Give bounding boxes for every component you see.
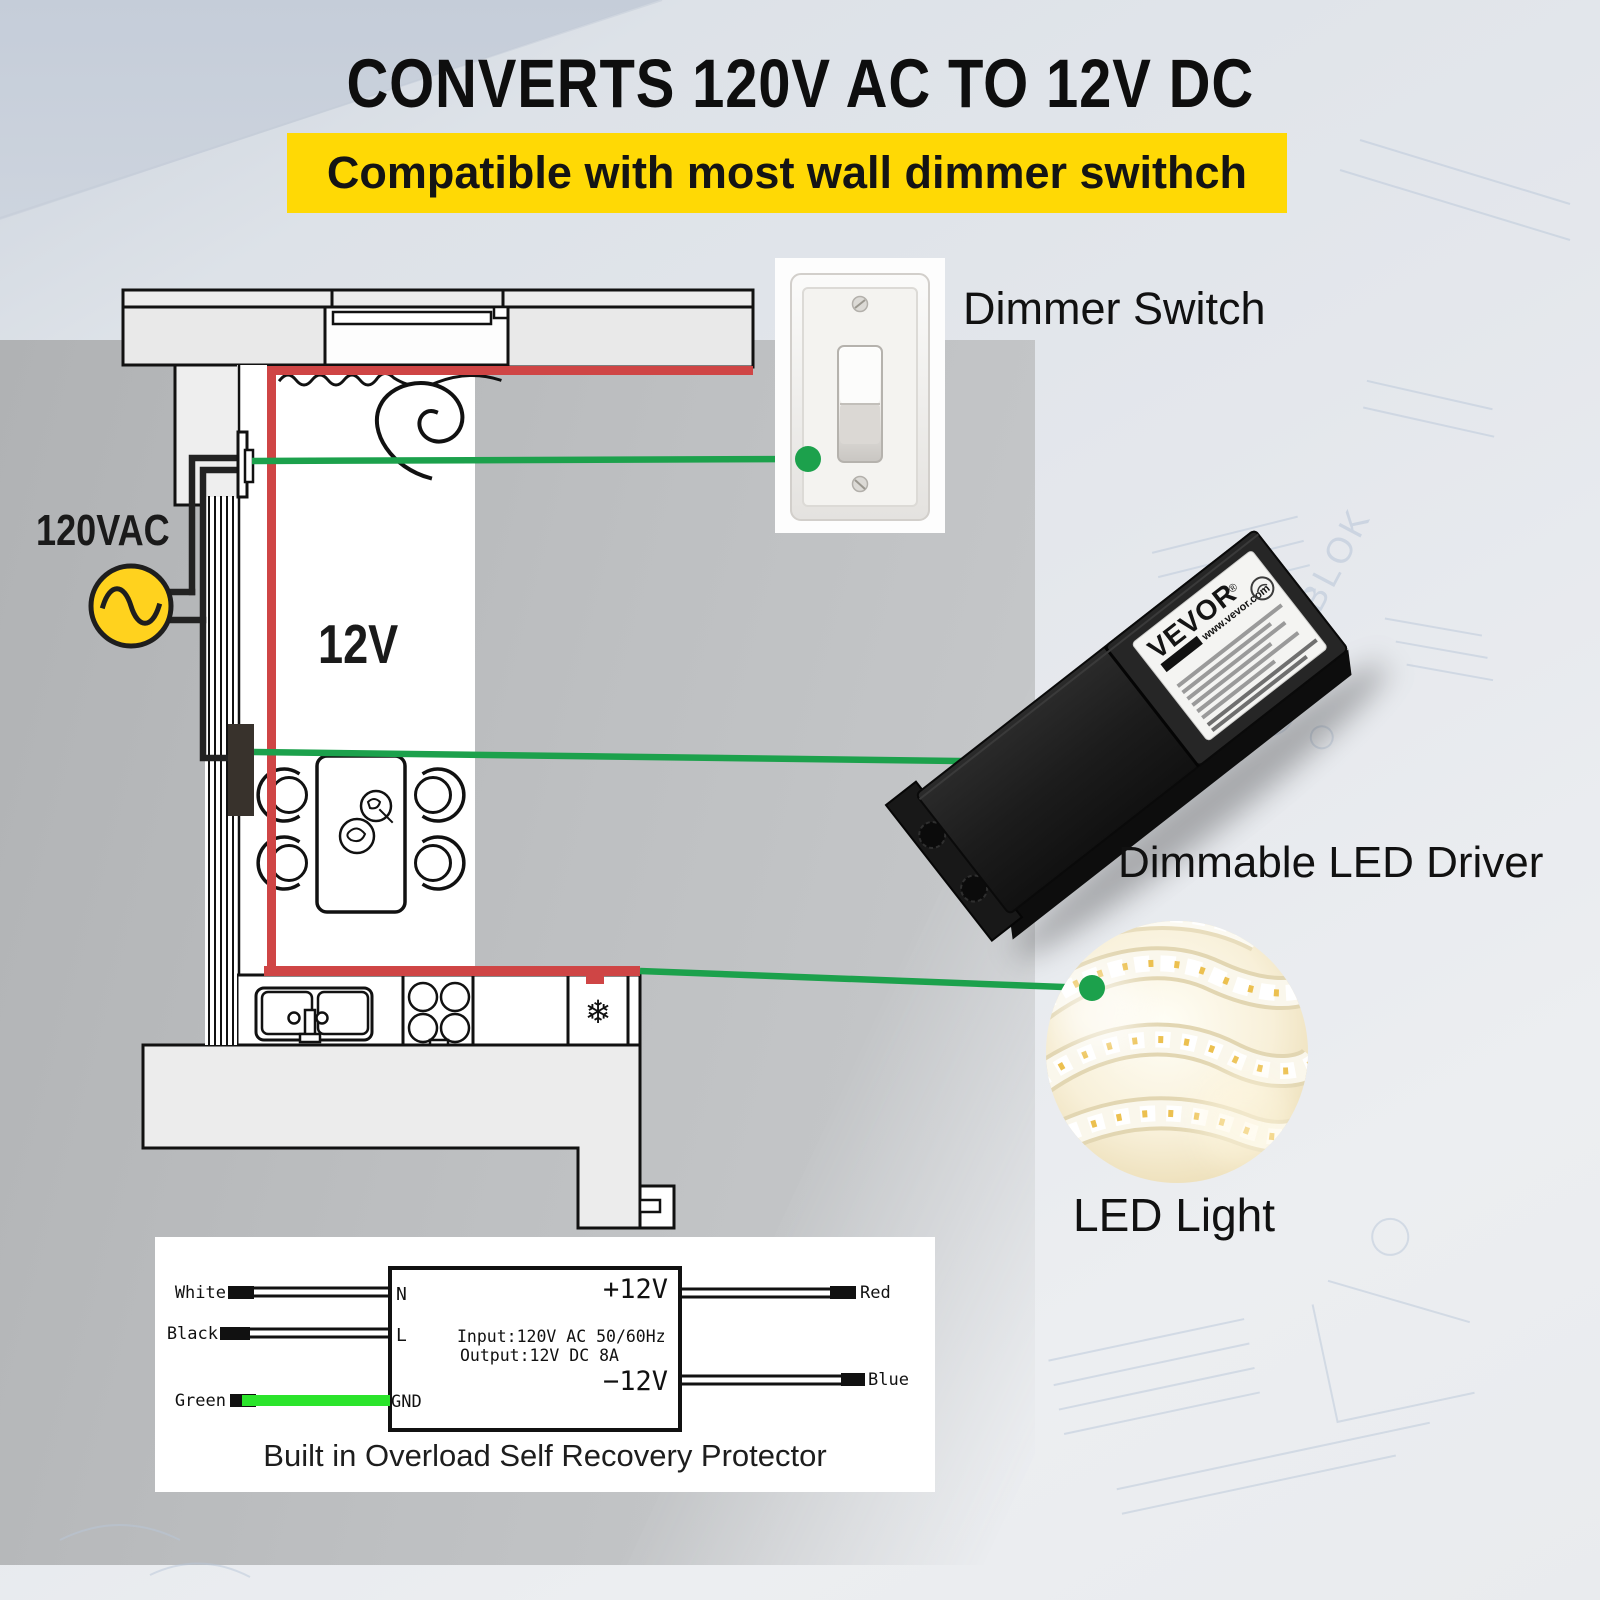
slab-step-slot [638,1198,662,1214]
spec-input: Input:120V AC 50/60Hz [457,1327,666,1346]
stove [407,981,471,1048]
terminal-pos: +12V [603,1274,668,1305]
driver-label: VEVOR ® www.vevor.com [1132,551,1327,741]
dimmer-switch-photo [775,258,945,533]
red-wire-bottom [264,966,640,976]
chair-seat [414,776,452,814]
chair-back [421,835,466,891]
terminal-n: N [396,1284,407,1305]
input-wires [250,1286,390,1339]
sink [254,986,374,1044]
kitchen-diagram: ❄ [88,288,755,1230]
title-row: CONVERTS 120V AC TO 12V DC [0,44,1600,123]
chair-back [421,767,466,823]
hood-curl [374,381,465,481]
wall-switch-section [236,430,255,499]
chair-seat [414,844,452,882]
wire-end-red [830,1286,856,1299]
stud-wall [205,496,237,1046]
terminal-l: L [396,1325,407,1346]
soffit-left-block [121,305,327,367]
wiring-caption: Built in Overload Self Recovery Protecto… [263,1438,827,1473]
toggle [837,345,883,463]
plate [338,817,376,855]
label-dimmer-switch: Dimmer Switch [963,283,1266,334]
red-wire-stub [586,976,604,984]
wire-label-black: Black [167,1324,218,1344]
page-title: CONVERTS 120V AC TO 12V DC [346,45,1254,122]
subtitle-banner: Compatible with most wall dimmer swithch [287,133,1287,213]
wire-source-stubs [167,588,207,624]
kitchen-counter: ❄ [235,973,642,1048]
output-wires [680,1287,843,1386]
driver-shadow [1015,664,1387,957]
supply-wires [167,454,242,762]
callout-line-dimmer [251,455,807,465]
led-driver-photo: VEVOR ® www.vevor.com [884,530,1387,957]
callout-line-driver [253,748,1034,766]
chair-seat [270,844,308,882]
screw-icon [851,475,869,493]
ceiling-soffit [121,288,755,507]
subtitle-text: Compatible with most wall dimmer swithch [326,147,1248,198]
driver-box-schematic [388,1266,682,1432]
etl-mark-icon [1250,576,1275,601]
wire-end-black [220,1327,250,1340]
wiring-panel: White Black Green Red Blue N L GND +12V … [155,1237,935,1492]
wire-end-white [228,1286,254,1299]
callout-dot-led-overlay [1079,975,1105,1001]
terminal-gnd: GND [391,1392,422,1412]
dining-set [256,754,466,914]
label-120vac: 120VAC [36,506,170,555]
chair-back [256,835,301,891]
wire-label-white: White [175,1283,226,1303]
ceiling-strip [121,288,755,309]
soffit-right-block [506,305,755,369]
snowflake-icon: ❄ [585,994,612,1030]
ac-source-icon [88,563,174,649]
callout-line-led [639,967,1091,992]
led-light-photo [1046,921,1308,1183]
wire-switch-to-driver [199,466,242,762]
floor-slab [141,1043,642,1230]
ground-wire [242,1395,390,1406]
sine-wave-icon [99,586,163,626]
chair-seat [270,776,308,814]
wall-column [173,363,242,507]
red-wire-vertical [267,366,276,975]
wire-label-blue: Blue [868,1370,909,1390]
driver-block-on-wall [228,724,254,816]
label-spec-lines [1176,603,1300,720]
spec-output: Output:12V DC 8A [460,1346,619,1365]
chair-back [256,767,301,823]
callout-dot-dimmer-overlay [795,446,821,472]
red-wire-top [267,366,753,375]
label-dimmable-led-driver: Dimmable LED Driver [1118,838,1544,887]
label-12v: 12V [318,613,399,675]
label-led-light: LED Light [1073,1189,1276,1241]
terminal-neg: −12V [603,1366,668,1397]
wire-end-blue [841,1373,865,1386]
wire-label-green: Green [175,1391,226,1411]
red-wire-run [264,366,753,984]
wire-switch-to-source [188,454,242,596]
screw-icon [851,295,869,313]
wire-label-red: Red [860,1283,891,1303]
